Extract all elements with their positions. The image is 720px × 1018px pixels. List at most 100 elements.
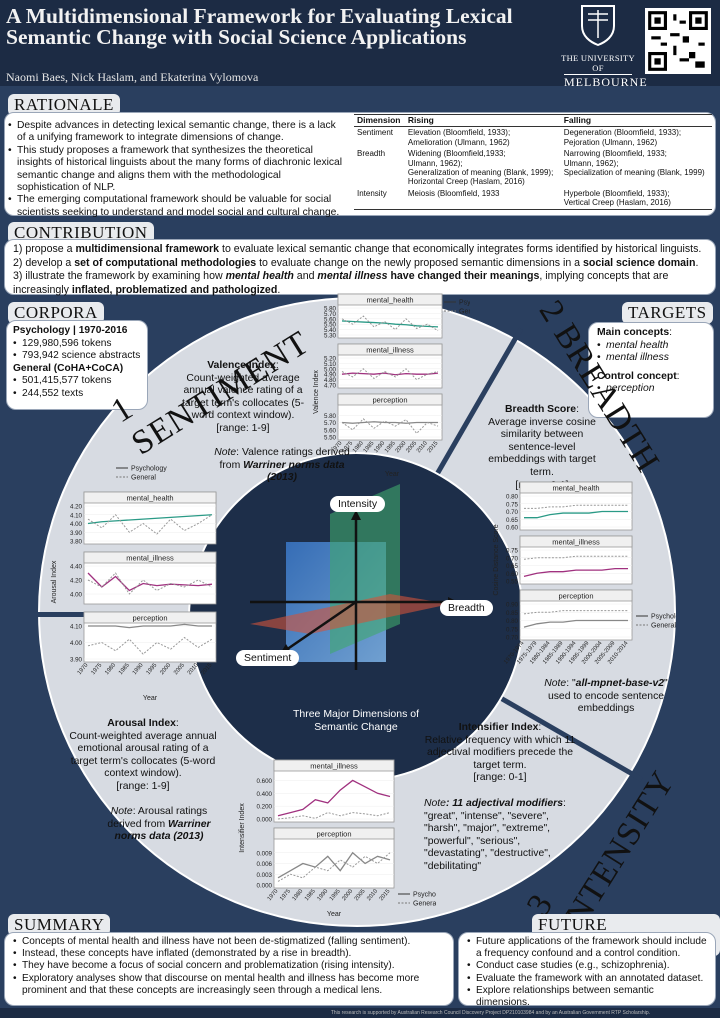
y-axis-label: Valence Index <box>313 370 320 414</box>
list-item: 501,415,577 tokens <box>13 375 141 388</box>
legend-general-label: General <box>131 475 156 482</box>
university-logo: THE UNIVERSITY OF MELBOURNE <box>560 4 647 89</box>
list-item: Concepts of mental health and illness ha… <box>13 936 445 948</box>
crest-icon <box>581 5 615 47</box>
y-tick-label: 0.400 <box>257 791 273 798</box>
y-tick-label: 0.75 <box>506 626 519 633</box>
list-item: Future applications of the framework sho… <box>467 936 707 960</box>
breadth-chart: mental_health0.800.750.700.650.60mental_… <box>493 481 676 666</box>
breadth-axis-label: Breadth <box>440 600 493 616</box>
x-tick-label: 2000 <box>341 888 354 902</box>
y-tick-label: 4.80 <box>324 377 337 384</box>
logo-line1: THE UNIVERSITY OF <box>561 53 635 73</box>
series-line-general <box>341 418 439 435</box>
panel-strip <box>519 535 633 548</box>
y-tick-label: 0.000 <box>257 817 273 824</box>
x-tick-label: 1970 <box>77 662 90 676</box>
panel-strip <box>83 611 217 624</box>
y-tick-label: 0.80 <box>506 494 519 501</box>
dimension-cube-diagram <box>250 484 458 670</box>
x-tick-label: 2015 <box>427 440 440 454</box>
legend-general-label: General <box>459 309 470 316</box>
general-corpus-title: General (CoHA+CoCA) <box>13 362 124 374</box>
breadth-note: Note: "all-mpnet-base-v2" used to encode… <box>544 678 668 715</box>
table-cell: Narrowing (Bloomfield, 1933; Ulmann, 196… <box>563 149 705 178</box>
x-axis-label: Year <box>327 911 342 918</box>
panel-title: perception <box>132 614 167 623</box>
y-tick-label: 0.003 <box>257 872 273 879</box>
x-tick-label: 1970 <box>331 440 344 454</box>
y-tick-label: 4.70 <box>324 383 337 390</box>
series-line-psychology <box>277 851 391 879</box>
y-tick-label: 4.20 <box>70 578 83 585</box>
y-tick-label: 5.80 <box>324 413 337 420</box>
panel-title: perception <box>558 592 593 601</box>
panel-title: perception <box>372 396 407 405</box>
y-axis-label: Arousal Index <box>51 560 58 603</box>
y-tick-label: 0.80 <box>506 618 519 625</box>
intensifier-description: Intensifier Index:Relative frequency wit… <box>424 722 576 784</box>
x-tick-label: 2015 <box>201 662 214 676</box>
table-cell: Intensity <box>357 188 387 198</box>
y-tick-label: 5.10 <box>324 361 337 368</box>
y-tick-label: 4.20 <box>70 504 83 511</box>
list-item: Instead, these concepts have inflated (d… <box>13 948 445 960</box>
y-tick-label: 0.70 <box>506 509 519 516</box>
control-concept-label: Control concept <box>597 370 677 382</box>
arousal-chart: PsychologyGeneralmental_health4.204.104.… <box>51 466 217 702</box>
table-cell: Elevation (Bloomfield, 1933); Ameliorati… <box>407 128 511 147</box>
targets-heading: TARGETS <box>622 302 713 324</box>
y-tick-label: 5.60 <box>324 316 337 323</box>
valence-chart: mental_health5.805.705.605.505.405.30men… <box>313 293 470 478</box>
x-tick-label: 1980 <box>104 662 117 676</box>
series-line-general <box>341 315 439 332</box>
y-tick-label: 5.80 <box>324 306 337 313</box>
y-tick-label: 3.90 <box>70 657 83 664</box>
panel-title: mental_illness <box>366 346 414 355</box>
sentiment-axis-label: Sentiment <box>236 650 300 666</box>
x-tick-label: 1985 <box>118 662 131 676</box>
y-tick-label: 0.600 <box>257 778 273 785</box>
y-tick-label: 4.00 <box>70 592 83 599</box>
table-cell: Breadth <box>357 149 386 159</box>
x-tick-label: 1975 <box>341 440 354 454</box>
table-header: Rising <box>404 113 561 128</box>
authors: Naomi Baes, Nick Haslam, and Ekaterina V… <box>6 70 259 84</box>
series-line-general <box>87 572 213 595</box>
list-item: 244,552 texts <box>13 388 141 401</box>
panel-title: mental_illness <box>310 762 358 771</box>
x-tick-label: 1975 <box>90 662 103 676</box>
y-tick-label: 5.30 <box>324 333 337 340</box>
future-box: Future applications of the framework sho… <box>458 932 716 1009</box>
arousal-note: Note: Arousal ratings derived from Warri… <box>107 806 211 843</box>
x-tick-label: 1995 <box>329 888 342 902</box>
panel-strip <box>519 589 633 602</box>
x-tick-label: 2015 <box>379 888 392 902</box>
y-axis-label: Intensifier Index <box>239 803 246 853</box>
x-tick-label: 1995 <box>384 440 397 454</box>
panel-strip <box>519 481 633 494</box>
x-tick-label: 1985 <box>304 888 317 902</box>
x-tick-label: 1975 <box>279 888 292 902</box>
table-cell: Meiosis (Bloomfield, 1933 <box>407 188 500 198</box>
y-tick-label: 0.75 <box>506 548 519 555</box>
qr-code-icon[interactable] <box>645 8 711 74</box>
legend-psych-label: Psychology <box>131 466 167 473</box>
y-tick-label: 0.009 <box>257 850 273 857</box>
panel-strip <box>83 491 217 504</box>
y-axis-label: Cosine Distance Score <box>493 524 500 595</box>
series-line-psychology <box>341 320 439 328</box>
panel-title: mental_health <box>552 484 599 493</box>
table-cell: Hyperbole (Bloomfield, 1933); Vertical C… <box>563 188 671 208</box>
axis-depth <box>285 600 357 652</box>
y-tick-label: 0.000 <box>257 883 273 890</box>
y-tick-label: 0.70 <box>506 555 519 562</box>
list-item: mental health <box>597 340 705 353</box>
intensity-axis-label: Intensity <box>330 496 386 512</box>
main-concepts-label: Main concepts <box>597 327 670 338</box>
list-item: Explore relationships between semantic d… <box>467 985 707 1009</box>
y-tick-label: 0.200 <box>257 804 273 811</box>
y-tick-label: 0.65 <box>506 563 519 570</box>
contribution-heading: CONTRIBUTION <box>8 222 154 244</box>
